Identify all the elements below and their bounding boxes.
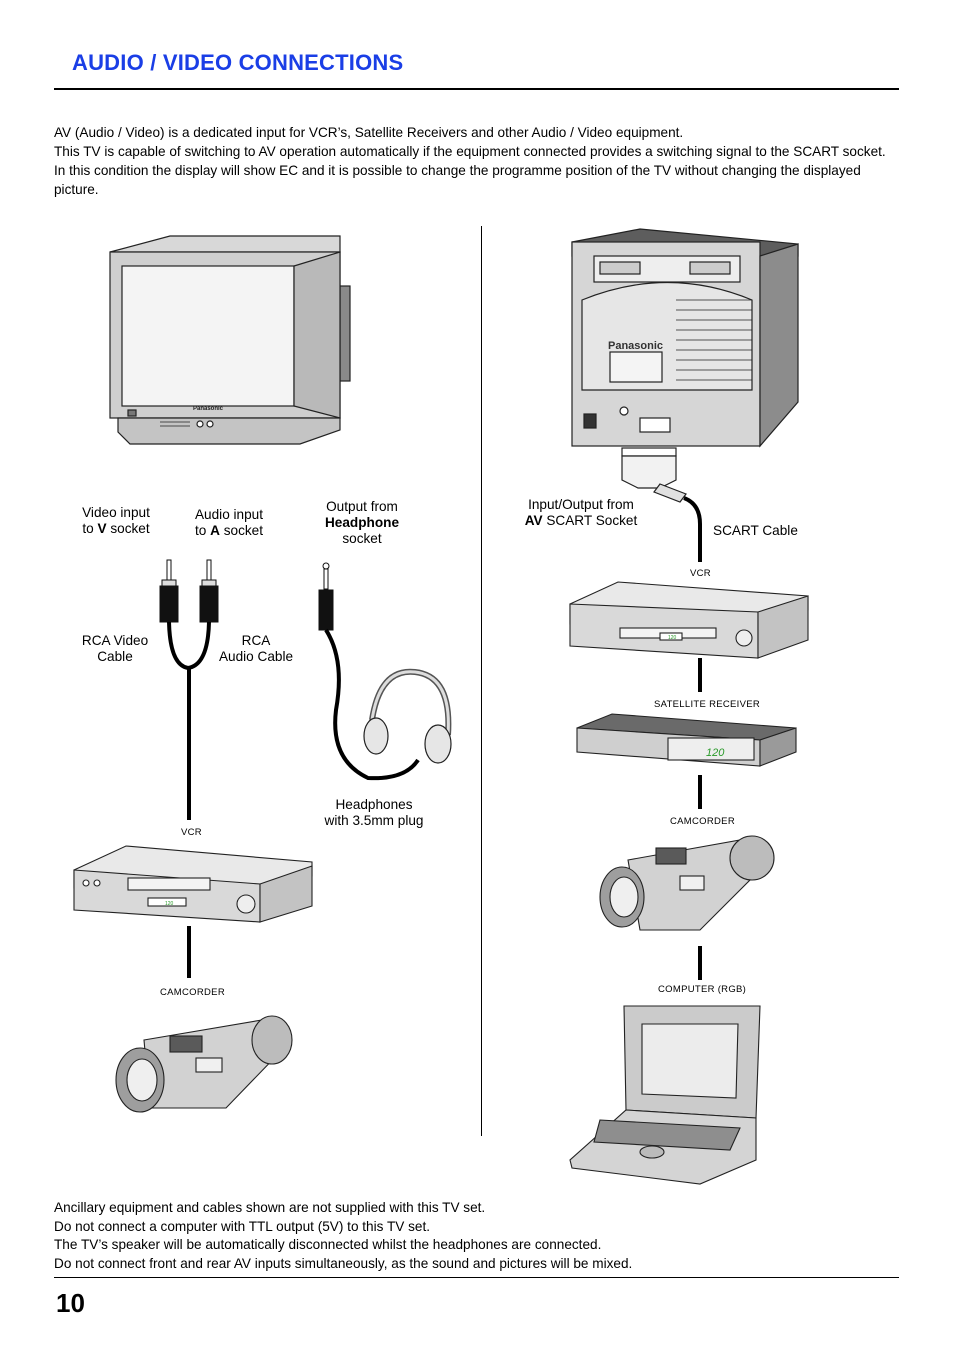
video-input-line2-pre: to <box>82 521 98 536</box>
audio-input-line1: Audio input <box>194 507 264 522</box>
camcorder-right-label: CAMCORDER <box>670 816 735 827</box>
computer-label: COMPUTER (RGB) <box>658 984 747 995</box>
rca-video-line2: Cable <box>97 649 133 664</box>
column-divider <box>481 226 482 1136</box>
satellite-display: 120 <box>706 747 725 759</box>
audio-input-line2-post: socket <box>219 523 264 538</box>
camcorder-left-icon <box>115 1015 293 1113</box>
audio-input-line2-pre: to <box>194 523 211 538</box>
rca-audio-line2: Audio Cable <box>218 649 294 664</box>
page-title: AUDIO / VIDEO CONNECTIONS <box>72 50 404 75</box>
note-4: Do not connect front and rear AV inputs … <box>54 1256 633 1272</box>
page-number: 10 <box>56 1288 85 1318</box>
headphone-output-label: Output from Headphone socket <box>306 499 418 547</box>
camcorder-right-icon <box>599 835 775 931</box>
headphone-output-line3: socket <box>342 531 382 546</box>
intro-paragraph-3: In this condition the display will show … <box>54 163 861 197</box>
rca-audio-line1: RCA <box>241 633 271 648</box>
vcr-left-icon <box>73 845 313 923</box>
video-input-socket-letter: V <box>97 521 107 536</box>
footer-rule <box>54 1277 899 1278</box>
note-3: The TV’s speaker will be automatically d… <box>54 1237 602 1253</box>
video-input-label: Video input to V socket <box>70 505 162 537</box>
scart-io-label: Input/Output from AV SCART Socket <box>514 497 648 529</box>
scart-io-line1: Input/Output from <box>528 497 634 512</box>
intro-paragraph-2: This TV is capable of switching to AV op… <box>54 144 886 159</box>
rca-cable-join <box>167 621 211 671</box>
vcr-left-label: VCR <box>181 827 202 838</box>
tv-rear-brand-logo: Panasonic <box>608 340 663 352</box>
satellite-receiver-label: SATELLITE RECEIVER <box>654 699 761 710</box>
headphones-icon <box>363 668 452 764</box>
headphones-line2: with 3.5mm plug <box>324 813 424 828</box>
headphones-line1: Headphones <box>335 797 413 812</box>
rca-audio-cable-label: RCA Audio Cable <box>210 633 302 665</box>
tv-rear-icon <box>571 228 799 448</box>
headphone-plug-icon <box>318 562 334 631</box>
intro-text: AV (Audio / Video) is a dedicated input … <box>54 123 904 199</box>
video-input-line1: Video input <box>82 505 150 520</box>
note-2: Do not connect a computer with TTL outpu… <box>54 1218 431 1234</box>
headphones-label: Headphones with 3.5mm plug <box>310 797 438 829</box>
scart-cable <box>683 496 702 562</box>
video-input-line2-post: socket <box>106 521 150 536</box>
rca-video-plug-icon <box>159 559 179 623</box>
vcr-left-display: 120 <box>165 901 174 907</box>
scart-plug-icon <box>621 447 687 503</box>
vcr-right-display: 120 <box>668 635 677 641</box>
note-1: Ancillary equipment and cables shown are… <box>54 1200 486 1215</box>
headphone-output-line1: Output from <box>326 499 398 514</box>
tv-brand-logo: Panasonic <box>193 406 224 412</box>
header-rule <box>54 88 899 90</box>
headphone-output-line2: Headphone <box>324 515 399 530</box>
rca-video-cable-label: RCA Video Cable <box>70 633 160 665</box>
audio-input-label: Audio input to A socket <box>182 507 276 539</box>
intro-paragraph-1: AV (Audio / Video) is a dedicated input … <box>54 125 684 140</box>
scart-io-line2-post: SCART Socket <box>542 513 638 528</box>
rca-video-line1: RCA Video <box>81 633 149 648</box>
audio-input-socket-letter: A <box>210 523 220 538</box>
tv-front-icon <box>109 235 351 445</box>
scart-cable-label: SCART Cable <box>713 523 798 538</box>
scart-io-av: AV <box>524 513 543 528</box>
headphone-cable <box>324 628 420 781</box>
satellite-receiver-icon <box>576 713 797 767</box>
notes-text: Ancillary equipment and cables shown are… <box>54 1199 904 1274</box>
laptop-icon <box>569 1005 761 1185</box>
vcr-right-icon <box>569 581 809 659</box>
rca-audio-plug-icon <box>199 559 219 623</box>
camcorder-left-label: CAMCORDER <box>160 987 225 998</box>
vcr-right-label: VCR <box>690 568 711 579</box>
